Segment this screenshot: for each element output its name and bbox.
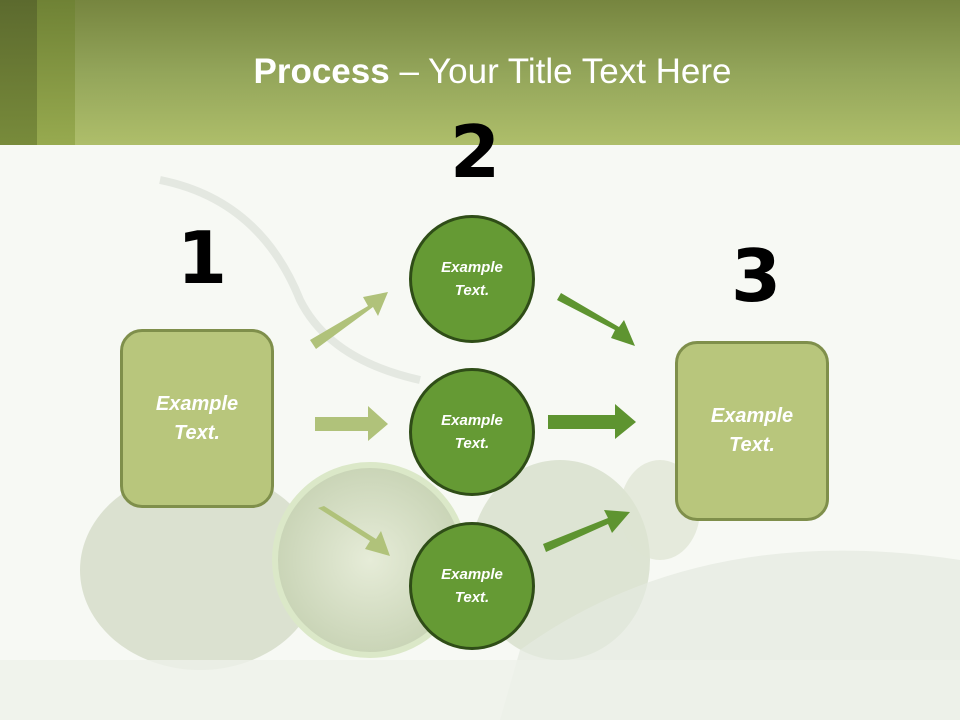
step-2b-label: Example Text.	[441, 412, 503, 452]
arrow-1-to-2a	[310, 292, 388, 349]
header-accent-band	[0, 0, 37, 145]
arrow-2b-to-3	[548, 404, 636, 439]
title-rest: – Your Title Text Here	[389, 52, 732, 91]
step-1-box: Example Text.	[120, 329, 274, 508]
step-1-label: Example Text.	[155, 392, 239, 444]
step-2c-label: Example Text.	[441, 566, 503, 606]
step-3-label: Example Text.	[710, 405, 794, 456]
step-2-circle-middle: Example Text.	[409, 368, 535, 496]
step-number-2: 2	[450, 110, 501, 194]
step-2-circle-bottom: Example Text.	[409, 522, 535, 650]
slide-title: Process – Your Title Text Here	[0, 52, 960, 92]
header-accent-band	[37, 0, 75, 145]
step-2-circle-top: Example Text.	[409, 215, 535, 343]
step-3-box: Example Text.	[675, 341, 829, 521]
arrow-2c-to-3	[543, 510, 630, 552]
title-bold: Process	[253, 52, 390, 91]
step-number-3: 3	[731, 234, 782, 318]
header-bar: Process – Your Title Text Here	[0, 0, 960, 145]
arrow-1-to-2b	[315, 406, 388, 441]
arrow-1-to-2c	[318, 506, 390, 556]
step-2a-label: Example Text.	[441, 259, 503, 299]
arrow-2a-to-3	[557, 293, 635, 346]
step-number-1: 1	[177, 216, 228, 300]
